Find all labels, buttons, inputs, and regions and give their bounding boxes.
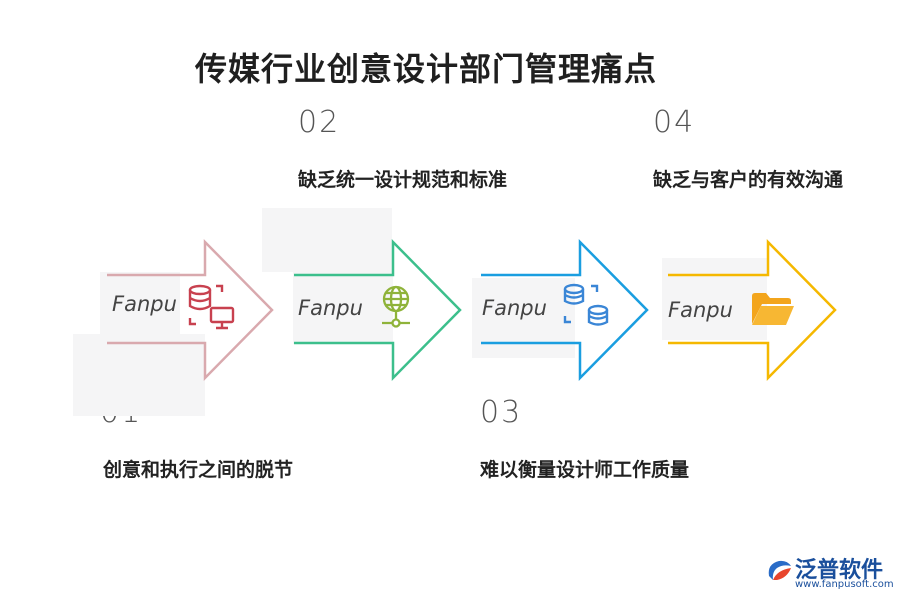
step-label-01: 创意和执行之间的脱节 [103,459,294,481]
arrow-outline-04 [668,238,837,382]
brand-logo-icon [768,560,791,580]
globe-network-icon [382,285,410,328]
watermark-box [293,272,393,344]
step-label-02: 缺乏统一设计规范和标准 [298,169,508,191]
step-number-02: 02 [298,105,341,140]
database-monitor-icon [188,284,235,330]
arrow-outline-02 [294,238,462,382]
watermark-box [73,334,205,416]
page-title: 传媒行业创意设计部门管理痛点 [195,50,658,88]
step-number-04: 04 [653,105,696,140]
watermark-text: Fanpu [112,292,177,316]
watermark-text: Fanpu [298,296,363,320]
brand-logo-url: www.fanpusoft.com [795,579,894,590]
step-label-03: 难以衡量设计师工作质量 [480,459,690,481]
folder-icon [752,293,794,325]
watermark-text: Fanpu [668,298,733,322]
brand-logo: 泛普软件 www.fanpusoft.com [765,552,895,596]
arrow-outline-03 [481,238,649,382]
watermark-box [262,208,392,272]
watermark-box [100,272,180,334]
database-sync-icon [563,283,609,326]
watermark-box [472,278,575,358]
brand-logo-name: 泛普软件 [795,558,884,583]
watermark-box [662,258,767,340]
step-label-04: 缺乏与客户的有效沟通 [653,169,844,191]
arrow-outline-01 [107,238,274,382]
watermark-text: Fanpu [482,296,547,320]
step-number-03: 03 [480,395,523,430]
